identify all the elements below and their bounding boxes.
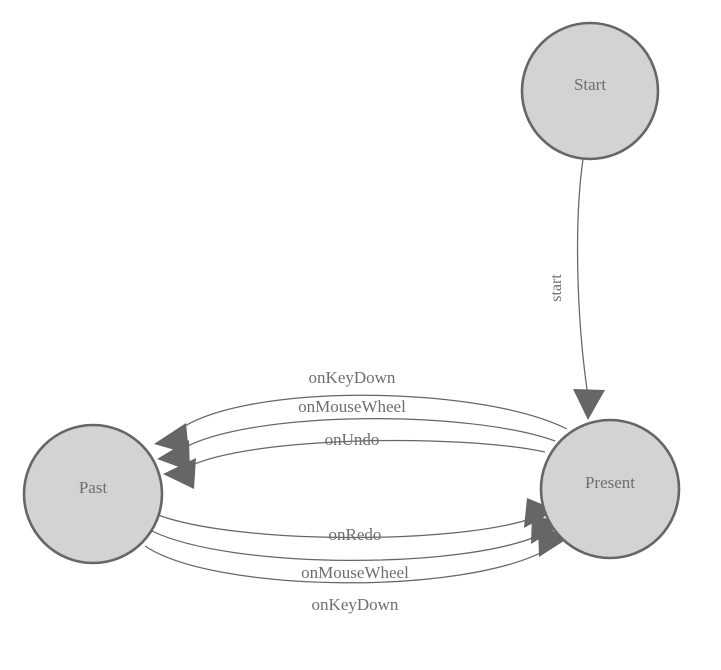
edge-label-present-to-past-onundo: onUndo: [325, 430, 380, 449]
edge-start-to-present-arrowhead: [573, 389, 605, 420]
edge-label-past-to-present-onmousewheel: onMouseWheel: [301, 563, 409, 582]
node-past-circle: [22, 423, 164, 565]
edge-past-to-present-onredo[interactable]: onRedo: [157, 498, 556, 544]
node-present-circle: [539, 418, 681, 560]
edge-present-to-past-onundo-arrowhead: [163, 458, 196, 489]
edge-present-to-past-onmousewheel-path: [181, 418, 556, 450]
edge-label-past-to-present-onkeydown: onKeyDown: [312, 595, 399, 614]
edge-start-to-present-path: [576, 158, 589, 397]
edge-label-present-to-past-onmousewheel: onMouseWheel: [298, 397, 406, 416]
edge-start-to-present[interactable]: start: [548, 158, 605, 420]
edge-past-to-present-onkeydown-arrowhead: [538, 526, 570, 557]
node-start-label: Start: [574, 75, 606, 94]
edge-present-to-past-onundo-path: [189, 439, 546, 467]
node-past[interactable]: Past: [22, 423, 164, 565]
edge-label-present-to-past-onkeydown: onKeyDown: [309, 368, 396, 387]
edge-present-to-past-onkeydown-path: [175, 394, 568, 433]
edge-label-start: start: [548, 274, 565, 302]
edge-past-to-present-onmousewheel-path: [151, 530, 541, 562]
node-start[interactable]: Start: [520, 21, 660, 161]
edge-past-to-present-onmousewheel[interactable]: onMouseWheel: [151, 513, 562, 582]
edge-present-to-past-onundo[interactable]: onUndo: [163, 430, 546, 489]
node-present[interactable]: Present: [539, 418, 681, 560]
edge-label-past-to-present-onredo: onRedo: [329, 525, 382, 544]
edge-past-to-present-onredo-path: [157, 514, 534, 539]
edge-present-to-past-onmousewheel-arrowhead: [157, 440, 190, 471]
node-present-label: Present: [585, 473, 635, 492]
edge-past-to-present-onkeydown[interactable]: onKeyDown: [144, 526, 570, 614]
edge-past-to-present-onkeydown-path: [144, 545, 549, 584]
edge-present-to-past-onmousewheel[interactable]: onMouseWheel: [157, 397, 556, 471]
node-past-label: Past: [79, 478, 108, 497]
node-start-circle: [520, 21, 660, 161]
